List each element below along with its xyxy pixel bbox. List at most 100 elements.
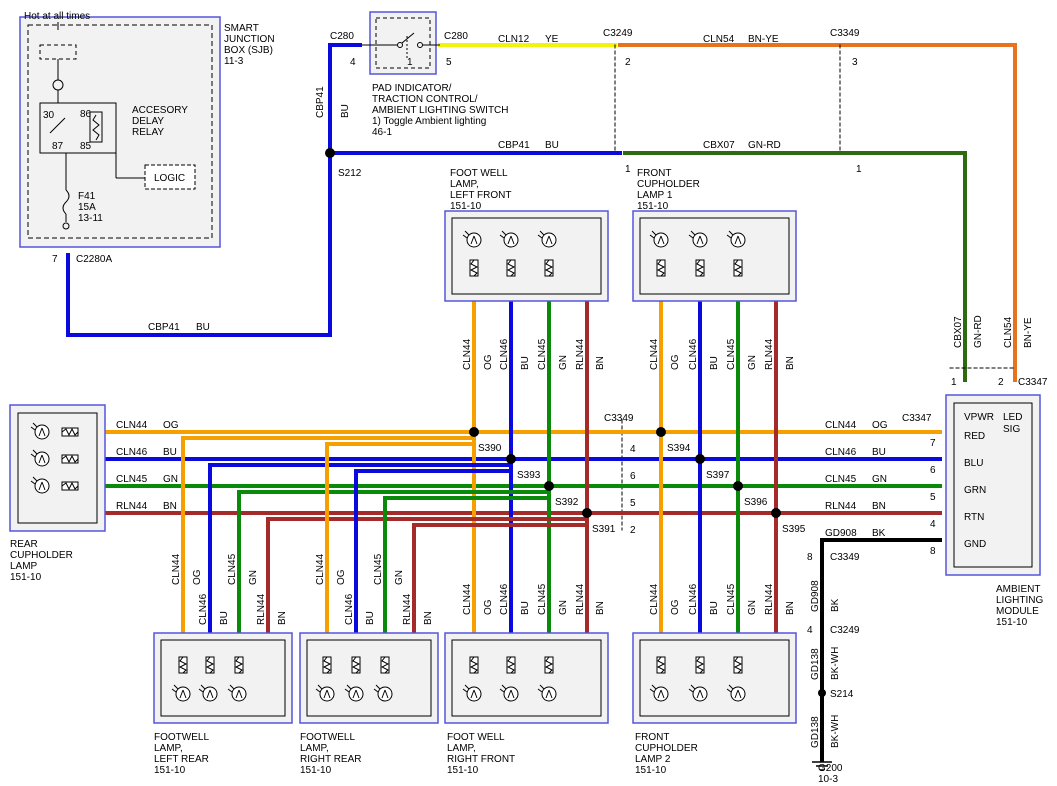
svg-text:GN: GN xyxy=(747,600,758,615)
svg-text:GD138: GD138 xyxy=(810,648,821,680)
svg-text:5: 5 xyxy=(630,498,636,509)
svg-text:CLN54: CLN54 xyxy=(703,34,735,45)
svg-text:BK: BK xyxy=(830,598,841,612)
svg-text:OG: OG xyxy=(872,420,888,431)
footwell-lamp-left-rear xyxy=(153,632,293,724)
svg-text:CLN45: CLN45 xyxy=(726,583,737,615)
ground-symbol xyxy=(812,761,832,771)
svg-text:GN: GN xyxy=(394,570,405,585)
svg-text:C280: C280 xyxy=(444,31,468,42)
fcl1-label: FRONT CUPHOLDER LAMP 1 151-10 xyxy=(637,168,703,212)
wire-cbx07-gnrd xyxy=(623,151,967,382)
svg-text:CBP41: CBP41 xyxy=(498,140,530,151)
svg-text:CLN46: CLN46 xyxy=(825,447,857,458)
svg-text:OG: OG xyxy=(670,599,681,615)
fwlr-label: FOOTWELL LAMP, LEFT REAR 151-10 xyxy=(154,732,212,776)
svg-text:GD908: GD908 xyxy=(825,528,857,539)
wire-cbp41-bu xyxy=(66,43,362,337)
svg-text:4: 4 xyxy=(350,57,356,68)
svg-text:4: 4 xyxy=(930,519,936,530)
svg-text:BU: BU xyxy=(340,104,351,118)
svg-text:OG: OG xyxy=(192,569,203,585)
svg-text:CLN44: CLN44 xyxy=(462,338,473,370)
svg-text:S395: S395 xyxy=(782,524,806,535)
wire-cln54-bnye xyxy=(618,43,1017,382)
svg-text:CLN45: CLN45 xyxy=(726,338,737,370)
svg-text:S391: S391 xyxy=(592,524,616,535)
svg-text:7: 7 xyxy=(930,438,936,449)
svg-text:RLN44: RLN44 xyxy=(764,583,775,615)
svg-text:GN: GN xyxy=(248,570,259,585)
svg-text:7: 7 xyxy=(52,254,58,265)
svg-text:OG: OG xyxy=(483,599,494,615)
svg-text:BN: BN xyxy=(785,356,796,370)
front-cupholder-lamp-2 xyxy=(632,632,797,724)
svg-text:GN-RD: GN-RD xyxy=(748,140,781,151)
fwrr-label: FOOTWELL LAMP, RIGHT REAR 151-10 xyxy=(300,732,364,776)
svg-text:RLN44: RLN44 xyxy=(825,501,857,512)
svg-text:C3349: C3349 xyxy=(830,552,860,563)
front-cupholder-lamp-1 xyxy=(632,210,797,302)
svg-text:BU: BU xyxy=(545,140,559,151)
svg-text:GD908: GD908 xyxy=(810,580,821,612)
g200-label: G200 10-3 xyxy=(818,763,845,785)
svg-text:6: 6 xyxy=(930,465,936,476)
svg-text:C3347: C3347 xyxy=(902,413,932,424)
svg-text:BU: BU xyxy=(709,601,720,615)
svg-text:BU: BU xyxy=(163,447,177,458)
alm-label: AMBIENT LIGHTING MODULE 151-10 xyxy=(996,584,1046,628)
svg-text:S394: S394 xyxy=(667,443,691,454)
svg-text:CLN44: CLN44 xyxy=(315,553,326,585)
svg-text:GN: GN xyxy=(747,355,758,370)
svg-text:BK-WH: BK-WH xyxy=(830,647,841,680)
svg-text:CLN44: CLN44 xyxy=(649,338,660,370)
svg-text:C3349: C3349 xyxy=(830,28,860,39)
svg-text:CBX07: CBX07 xyxy=(953,316,964,348)
svg-text:CLN45: CLN45 xyxy=(116,474,148,485)
svg-text:CLN45: CLN45 xyxy=(227,553,238,585)
svg-text:GD138: GD138 xyxy=(810,716,821,748)
svg-text:CLN44: CLN44 xyxy=(171,553,182,585)
relay-label: ACCESORY DELAY RELAY xyxy=(132,105,191,138)
foot-well-lamp-right-front xyxy=(444,632,609,724)
hot-label: Hot at all times xyxy=(24,11,90,22)
svg-text:BU: BU xyxy=(196,322,210,333)
svg-text:GN-RD: GN-RD xyxy=(973,315,984,348)
svg-text:BN: BN xyxy=(872,501,886,512)
svg-text:RLN44: RLN44 xyxy=(256,593,267,625)
svg-text:CLN44: CLN44 xyxy=(649,583,660,615)
bottom-vertical-labels: CLN44 OG CLN46 BU CLN45 GN RLN44 BN CLN4… xyxy=(171,553,796,625)
svg-text:87: 87 xyxy=(52,141,64,152)
wire-gd908-bk xyxy=(820,538,942,562)
svg-text:YE: YE xyxy=(545,34,559,45)
logic-label: LOGIC xyxy=(154,173,185,184)
svg-text:BU: BU xyxy=(872,447,886,458)
rcl-label: REAR CUPHOLDER LAMP 151-10 xyxy=(10,539,76,583)
svg-text:S214: S214 xyxy=(830,689,854,700)
svg-text:S392: S392 xyxy=(555,497,579,508)
svg-text:1: 1 xyxy=(625,164,631,175)
svg-text:BN-YE: BN-YE xyxy=(748,34,779,45)
smart-junction-box: Hot at all times LOGIC 30 86 87 85 ACCES… xyxy=(19,11,221,248)
svg-text:4: 4 xyxy=(630,444,636,455)
svg-text:RLN44: RLN44 xyxy=(575,583,586,615)
svg-text:CLN46: CLN46 xyxy=(688,583,699,615)
svg-text:RED: RED xyxy=(964,431,985,442)
svg-text:C3249: C3249 xyxy=(830,625,860,636)
svg-text:S396: S396 xyxy=(744,497,768,508)
ambient-lighting-switch: 1 xyxy=(362,11,440,75)
svg-text:BN: BN xyxy=(595,601,606,615)
fwlf-label: FOOT WELL LAMP, LEFT FRONT 151-10 xyxy=(450,168,514,212)
svg-text:S393: S393 xyxy=(517,470,541,481)
svg-text:CLN46: CLN46 xyxy=(499,338,510,370)
svg-text:BU: BU xyxy=(219,611,230,625)
svg-text:BN: BN xyxy=(595,356,606,370)
svg-text:1: 1 xyxy=(951,377,957,388)
svg-text:C3347: C3347 xyxy=(1018,377,1048,388)
svg-text:BN: BN xyxy=(277,611,288,625)
svg-text:2: 2 xyxy=(630,525,636,536)
svg-text:OG: OG xyxy=(483,354,494,370)
svg-text:1: 1 xyxy=(856,164,862,175)
svg-text:85: 85 xyxy=(80,141,92,152)
